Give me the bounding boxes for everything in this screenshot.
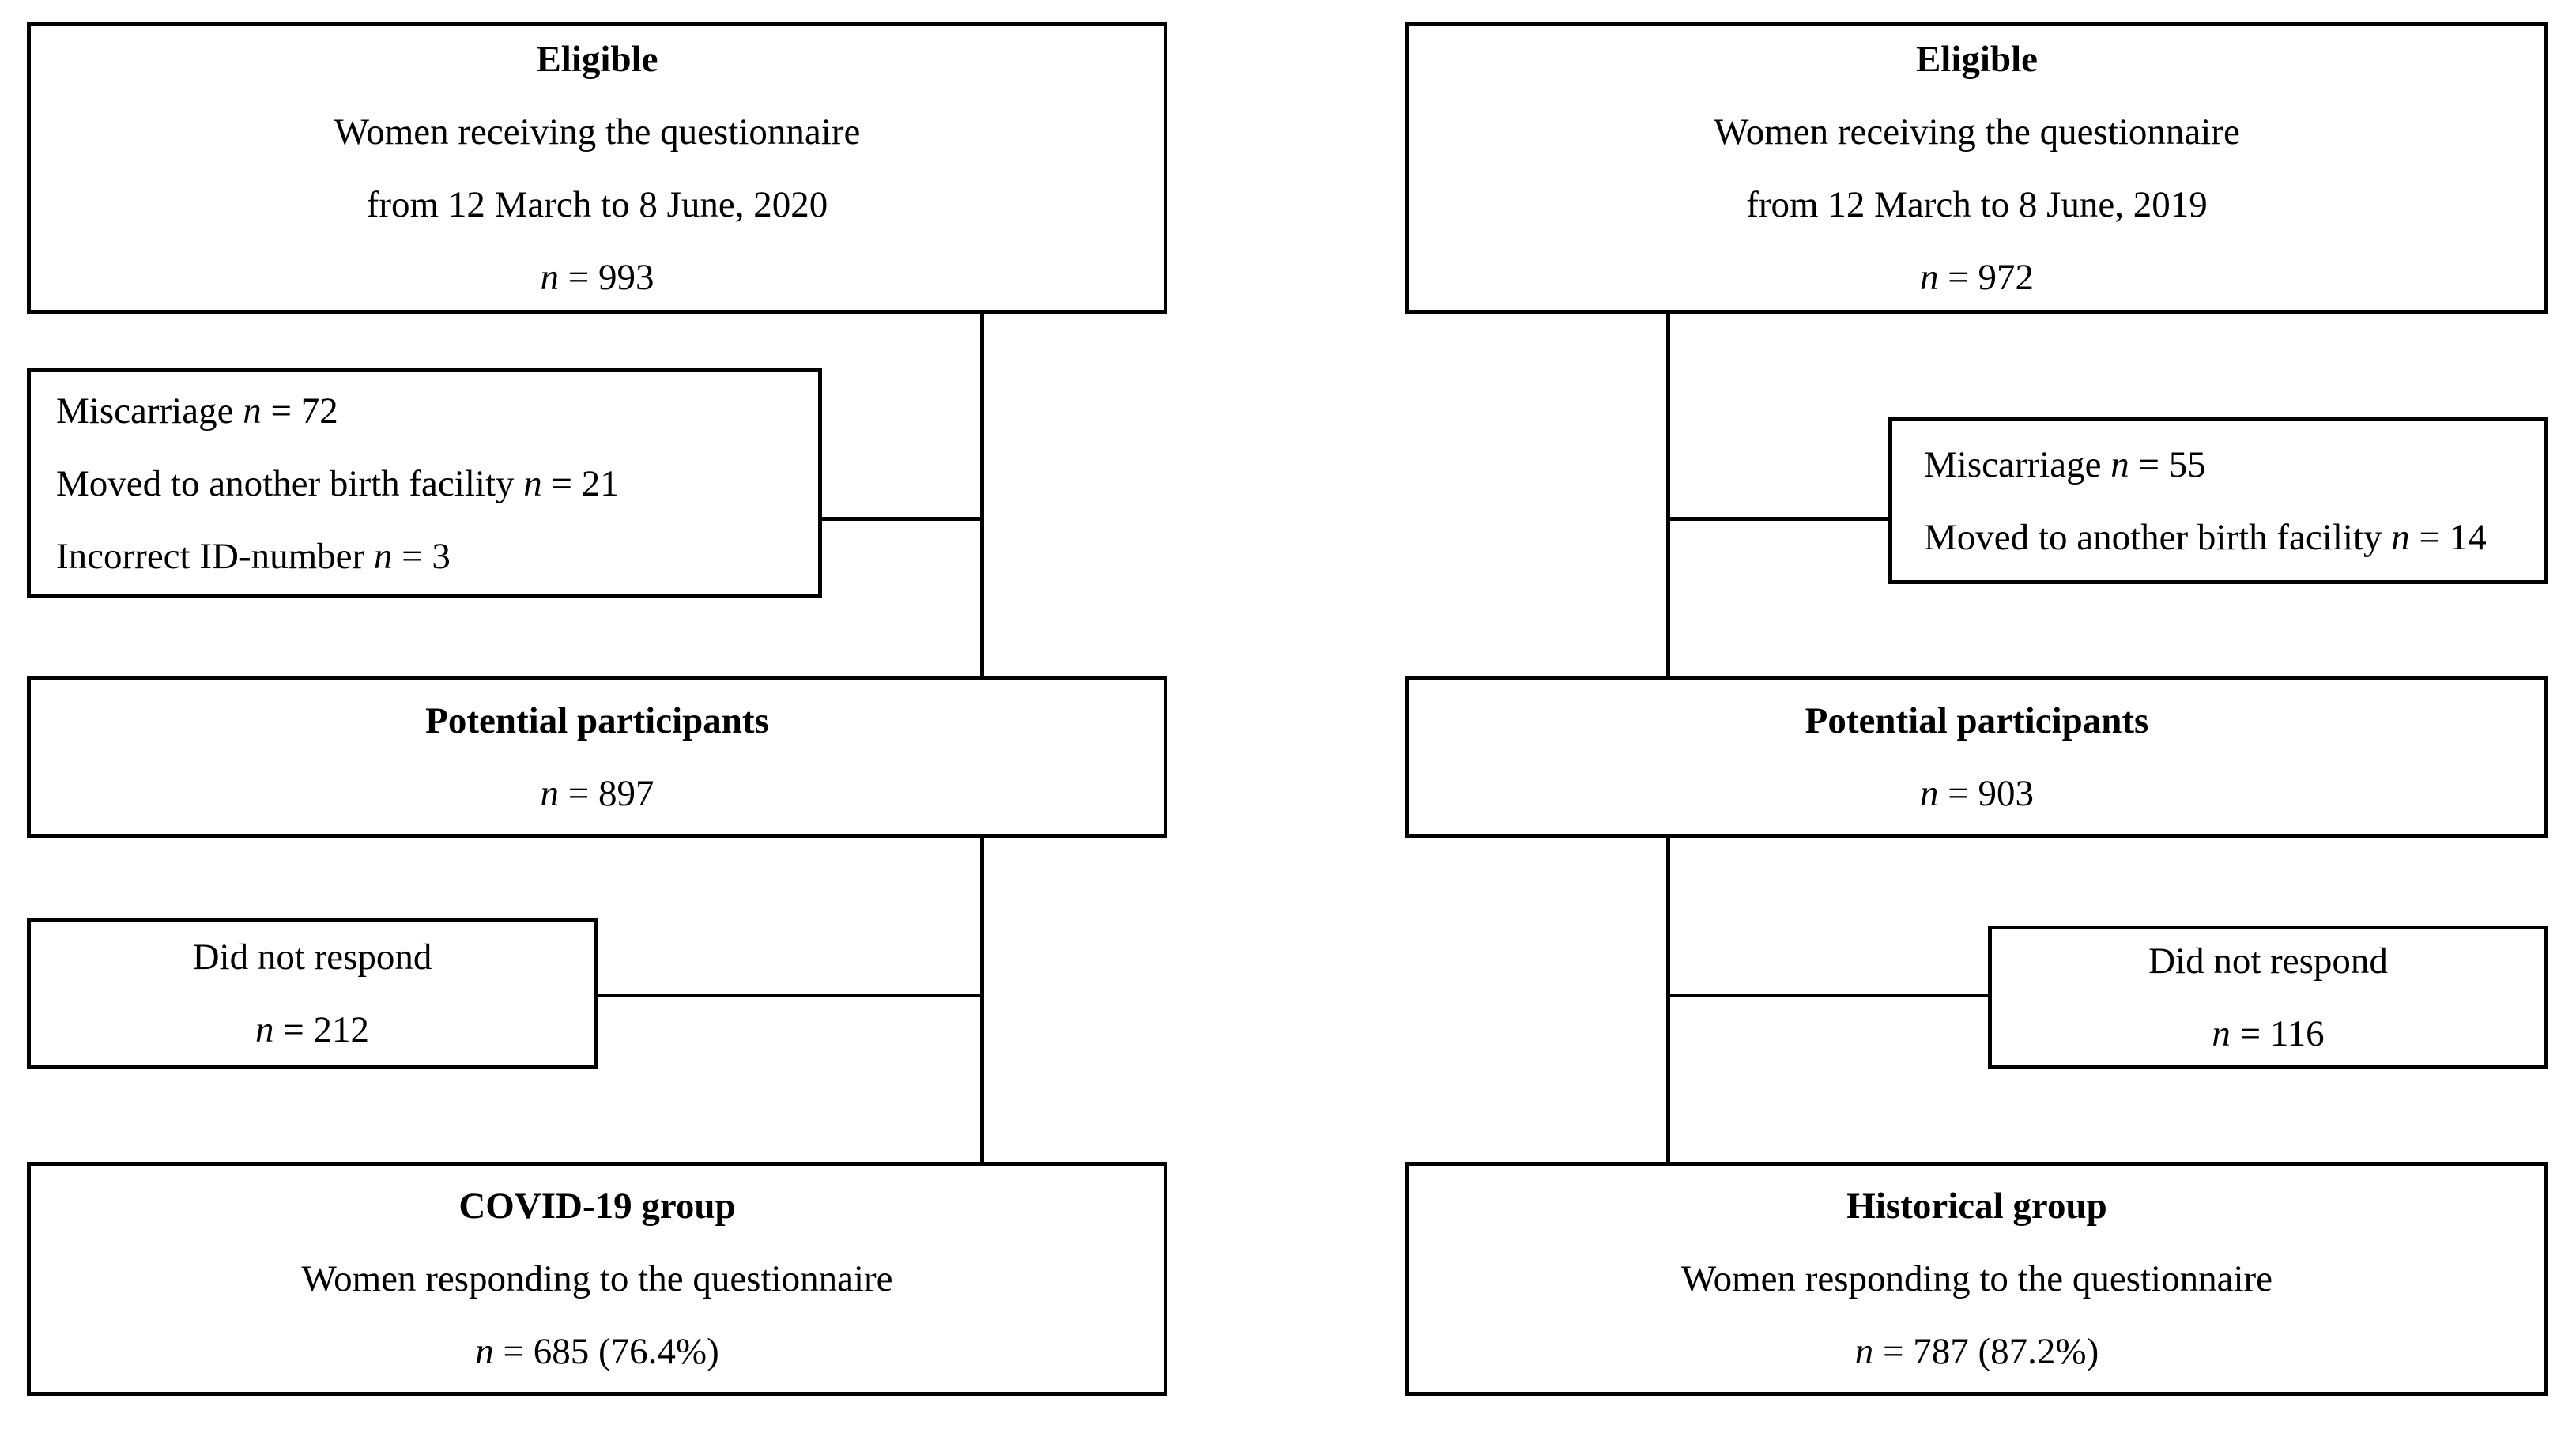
connector-historical-vertical-upper	[1666, 312, 1670, 677]
n-symbol: n	[540, 772, 559, 814]
covid-exclusion-incorrect-id: Incorrect ID-number n = 3	[56, 520, 451, 593]
historical-final-n-value: = 787 (87.2%)	[1873, 1331, 2099, 1372]
covid-exclusion-miscarriage: Miscarriage n = 72	[56, 375, 338, 447]
miscarriage-label: Miscarriage	[1924, 443, 2111, 485]
historical-eligible-period: from 12 March to 8 June, 2019	[1746, 183, 2208, 225]
historical-final-description: Women responding to the questionnaire	[1680, 1258, 2273, 1299]
historical-eligible-n-value: = 972	[1938, 256, 2034, 298]
historical-exclusion-moved: Moved to another birth facility n = 14	[1924, 501, 2487, 574]
historical-exclusion-miscarriage: Miscarriage n = 55	[1924, 428, 2206, 501]
n-symbol: n	[2110, 443, 2129, 485]
covid-eligible-title: Eligible	[536, 38, 658, 80]
miscarriage-value: = 72	[261, 390, 338, 432]
n-symbol: n	[1919, 772, 1939, 814]
covid-nonresponse-title: Did not respond	[192, 936, 432, 978]
n-symbol: n	[475, 1331, 494, 1372]
historical-potential-n-value: = 903	[1938, 772, 2034, 814]
connector-covid-vertical-lower	[980, 836, 984, 1163]
moved-value: = 14	[2409, 516, 2487, 558]
n-symbol: n	[1854, 1331, 1874, 1372]
n-symbol: n	[540, 256, 559, 298]
n-symbol: n	[243, 390, 262, 432]
historical-eligible-count: n = 972	[1920, 241, 2034, 314]
covid-eligible-description: Women receiving the questionnaire	[334, 111, 861, 153]
connector-historical-nonresponse-horizontal	[1666, 994, 1992, 997]
miscarriage-value: = 55	[2129, 443, 2206, 485]
covid-final-box: COVID-19 group Women responding to the q…	[27, 1162, 1167, 1396]
historical-eligible-title: Eligible	[1915, 38, 2039, 80]
historical-final-count: n = 787 (87.2%)	[1855, 1315, 2099, 1388]
covid-potential-count: n = 897	[540, 757, 654, 830]
historical-potential-count: n = 903	[1920, 757, 2034, 830]
covid-nonresponse-n-value: = 212	[273, 1009, 369, 1050]
connector-covid-vertical-upper	[980, 312, 984, 677]
historical-nonresponse-count: n = 116	[2212, 997, 2324, 1070]
miscarriage-label: Miscarriage	[56, 390, 243, 432]
covid-eligible-count: n = 993	[540, 241, 654, 314]
moved-value: = 21	[541, 462, 619, 504]
moved-label: Moved to another birth facility	[56, 462, 524, 504]
connector-covid-exclusion-horizontal	[819, 517, 984, 521]
covid-final-count: n = 685 (76.4%)	[475, 1315, 718, 1388]
n-symbol: n	[523, 462, 542, 504]
incorrect-id-value: = 3	[392, 535, 451, 577]
covid-exclusion-moved: Moved to another birth facility n = 21	[56, 447, 619, 520]
historical-potential-box: Potential participants n = 903	[1405, 676, 2548, 838]
covid-exclusions-box: Miscarriage n = 72 Moved to another birt…	[27, 368, 822, 598]
covid-eligible-n-value: = 993	[558, 256, 654, 298]
covid-final-title: COVID-19 group	[458, 1186, 736, 1227]
n-symbol: n	[2391, 516, 2410, 558]
historical-final-box: Historical group Women responding to the…	[1405, 1162, 2548, 1396]
covid-potential-box: Potential participants n = 897	[27, 676, 1167, 838]
n-symbol: n	[2212, 1012, 2231, 1054]
covid-eligible-period: from 12 March to 8 June, 2020	[366, 183, 828, 225]
historical-final-title: Historical group	[1846, 1186, 2107, 1227]
historical-exclusions-box: Miscarriage n = 55 Moved to another birt…	[1888, 417, 2548, 584]
n-symbol: n	[255, 1009, 274, 1050]
covid-eligible-box: Eligible Women receiving the questionnai…	[27, 22, 1167, 314]
moved-label: Moved to another birth facility	[1924, 516, 2392, 558]
connector-covid-nonresponse-horizontal	[594, 994, 984, 997]
covid-nonresponse-box: Did not respond n = 212	[27, 918, 598, 1069]
covid-final-description: Women responding to the questionnaire	[301, 1258, 893, 1299]
covid-final-n-value: = 685 (76.4%)	[493, 1331, 719, 1372]
n-symbol: n	[373, 535, 393, 577]
historical-nonresponse-box: Did not respond n = 116	[1988, 926, 2548, 1069]
historical-potential-title: Potential participants	[1805, 699, 2149, 741]
n-symbol: n	[1919, 256, 1939, 298]
covid-nonresponse-count: n = 212	[255, 994, 369, 1066]
connector-historical-exclusion-horizontal	[1666, 517, 1892, 521]
historical-nonresponse-n-value: = 116	[2230, 1012, 2325, 1054]
covid-potential-n-value: = 897	[558, 772, 654, 814]
historical-eligible-description: Women receiving the questionnaire	[1714, 111, 2240, 153]
incorrect-id-label: Incorrect ID-number	[56, 535, 374, 577]
historical-nonresponse-title: Did not respond	[2148, 940, 2388, 982]
connector-historical-vertical-lower	[1666, 836, 1670, 1163]
historical-eligible-box: Eligible Women receiving the questionnai…	[1405, 22, 2548, 314]
covid-potential-title: Potential participants	[425, 699, 769, 741]
